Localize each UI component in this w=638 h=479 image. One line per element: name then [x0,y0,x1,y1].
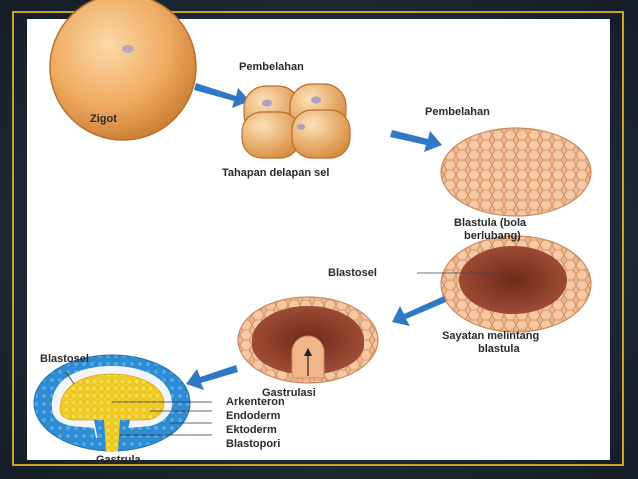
arrow-icon [194,83,250,108]
gastrula-illustration [34,355,212,452]
arrow-icon [186,365,238,390]
label-pembelahan-1: Pembelahan [239,61,304,73]
label-sayatan-line2: blastula [478,343,520,355]
zygote-illustration [50,0,196,140]
arrow-icon [392,296,446,326]
label-arkenteron: Arkenteron [226,396,285,408]
label-blastopori: Blastopori [226,438,280,450]
label-blastula-line2: berlubang) [464,230,521,242]
label-pembelahan-2: Pembelahan [425,106,490,118]
label-tahapan-delapan-sel: Tahapan delapan sel [222,167,329,179]
label-ektoderm: Ektoderm [226,424,277,436]
eight-cell-stage-illustration [242,84,372,158]
label-zigot: Zigot [90,113,117,125]
arrow-icon [390,130,442,152]
label-blastula-line1: Blastula (bola [454,217,527,229]
gastrulation-illustration [238,297,378,383]
label-blastosel-mid: Blastosel [328,267,377,279]
label-sayatan-line1: Sayatan melintang [442,330,539,342]
blastula-illustration [441,128,591,216]
label-gastrula: Gastrula [96,454,142,466]
label-endoderm: Endoderm [226,410,281,422]
label-blastosel-top: Blastosel [40,353,89,365]
blastula-cross-section-illustration [417,236,591,332]
